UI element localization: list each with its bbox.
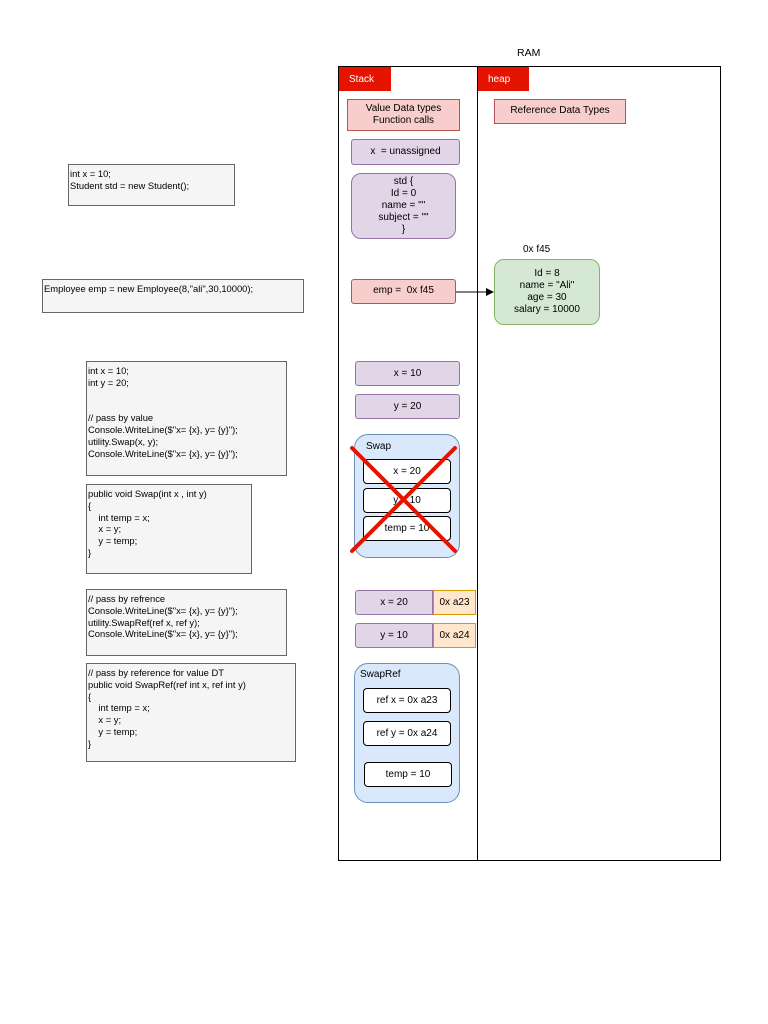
stack-x-value: x = 10 [355,361,460,386]
stack-emp-reference: emp = 0x f45 [351,279,456,304]
heap-address-label: 0x f45 [523,244,551,255]
code-swap-method: public void Swap(int x , int y) { int te… [86,484,252,574]
stack-y-value: y = 20 [355,394,460,419]
heap-tab: heap [478,67,529,91]
swapref-frame-title: SwapRef [360,669,401,680]
ram-title: RAM [517,47,541,59]
code-employee-instance: Employee emp = new Employee(8,"ali",30,1… [42,279,304,313]
stack-std-object: std { Id = 0 name = "" subject = "" } [351,173,456,239]
swap-frame-cross-icon [350,446,457,553]
stack-x-address: 0x a23 [433,590,476,615]
stack-heap-divider [477,66,478,861]
heap-header-label: Reference Data Types [494,99,626,124]
swapref-ref-x-box: ref x = 0x a23 [363,688,451,713]
swap-frame-title: Swap [366,441,392,452]
code-swapref-method: // pass by reference for value DT public… [86,663,296,762]
swapref-ref-y-box: ref y = 0x a24 [363,721,451,746]
code-pass-by-value: int x = 10; int y = 20; // pass by value… [86,361,287,476]
heap-employee-object: Id = 8 name = "Ali" age = 30 salary = 10… [494,259,600,325]
stack-header-label: Value Data types Function calls [347,99,460,131]
code-declare-variables: int x = 10; Student std = new Student(); [68,164,235,206]
swap-temp-box: temp = 10 [363,516,451,541]
code-pass-by-reference: // pass by refrence Console.WriteLine($"… [86,589,287,656]
ram-frame [338,66,721,861]
stack-x-unassigned: x = unassigned [351,139,460,165]
stack-y-address: 0x a24 [433,623,476,648]
swapref-temp-box: temp = 10 [364,762,452,787]
stack-tab: Stack [339,67,391,91]
stack-x-swapped: x = 20 [355,590,433,615]
stack-y-swapped: y = 10 [355,623,433,648]
